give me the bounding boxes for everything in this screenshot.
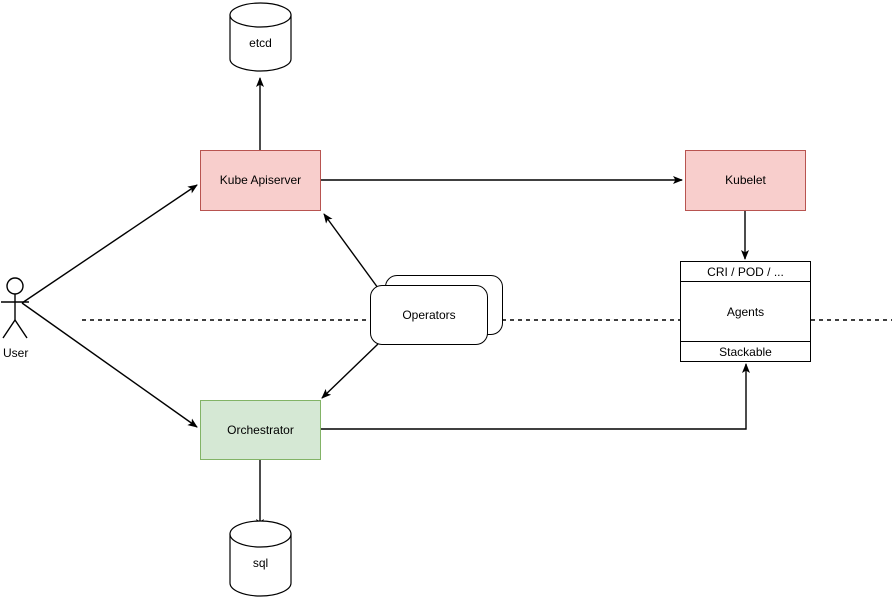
actor-user-label: User <box>3 346 29 360</box>
node-operators-label: Operators <box>402 308 456 322</box>
node-kube-apiserver[interactable]: Kube Apiserver <box>200 150 321 211</box>
cylinder-icon <box>229 2 292 72</box>
datastore-sql[interactable]: sql <box>229 520 292 598</box>
actor-user[interactable] <box>0 276 60 348</box>
edge-orchestrator-to-stackable <box>321 363 750 430</box>
node-orchestrator-label: Orchestrator <box>227 422 294 437</box>
node-kubelet-label: Kubelet <box>725 173 766 188</box>
user-stick-figure-icon <box>1 277 29 339</box>
datastore-sql-label: sql <box>252 556 269 570</box>
node-agents-cri-row[interactable]: CRI / POD / ... <box>680 261 811 282</box>
node-agents-middle-label: Agents <box>726 304 765 319</box>
node-kube-apiserver-label: Kube Apiserver <box>219 173 302 188</box>
cylinder-icon <box>229 520 292 597</box>
node-kubelet[interactable]: Kubelet <box>685 150 806 211</box>
node-orchestrator[interactable]: Orchestrator <box>200 400 321 460</box>
datastore-etcd-label: etcd <box>249 36 272 50</box>
edge-operators-to-orchestrator <box>321 343 379 399</box>
node-agents-stack[interactable]: CRI / POD / ... Agents Stackable <box>680 261 811 362</box>
node-agents-middle-row[interactable]: Agents <box>680 281 811 342</box>
node-operators-front-card[interactable]: Operators <box>370 285 488 345</box>
node-agents-cri-label: CRI / POD / ... <box>707 264 784 279</box>
node-agents-stackable-row[interactable]: Stackable <box>680 341 811 362</box>
node-agents-stackable-label: Stackable <box>719 344 772 359</box>
datastore-etcd[interactable]: etcd <box>229 2 292 72</box>
node-operators[interactable]: Operators <box>370 275 504 345</box>
